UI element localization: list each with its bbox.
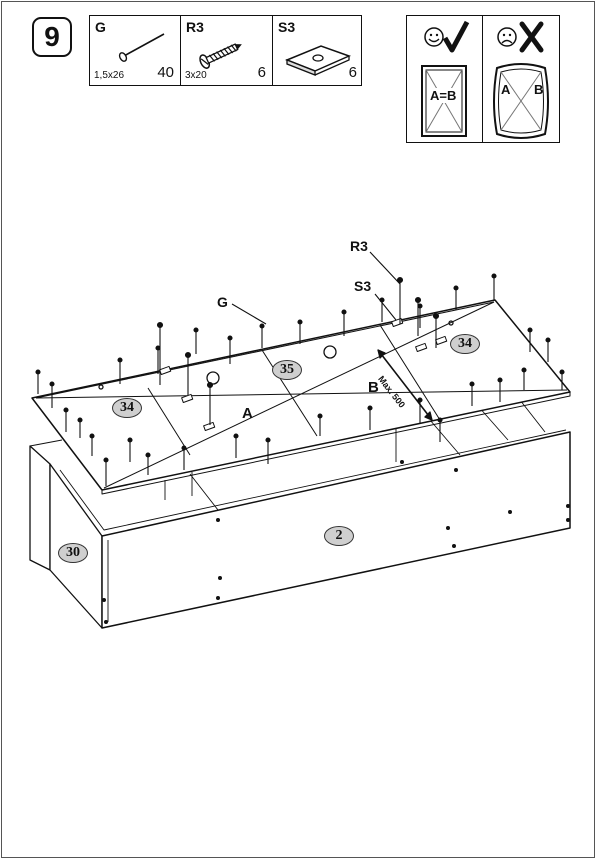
- part-id: R3: [186, 19, 204, 35]
- part-size: 3x20: [185, 70, 207, 81]
- screw-icon: [199, 43, 242, 69]
- callout-g: G: [217, 294, 228, 310]
- callout-s3: S3: [354, 278, 372, 294]
- leader-lines: [231, 251, 401, 325]
- part-size: 1,5x26: [94, 70, 125, 81]
- max-dimension-arrow: [377, 349, 433, 421]
- bracket-plate-icon: [284, 45, 352, 76]
- sad-cross-icon: [493, 21, 549, 139]
- nail-icon: [118, 33, 165, 62]
- panel-2: 2: [324, 526, 354, 546]
- panel-30: 30: [58, 543, 88, 563]
- check-good-label: A=B: [430, 88, 457, 103]
- panel-34-right: 34: [450, 334, 480, 354]
- fixing-dots: [102, 460, 570, 624]
- brackets: [159, 317, 448, 432]
- part-qty: 40: [157, 64, 174, 81]
- part-g: G 1,5x26 40: [90, 16, 181, 85]
- part-s3: S3 6: [273, 16, 363, 85]
- diagonal-b-label: B: [368, 379, 379, 396]
- nails: [35, 273, 565, 486]
- diagonal-check-box: A=B A B: [406, 15, 560, 143]
- check-bad-label-b: B: [534, 82, 544, 97]
- diagonal-a-label: A: [242, 405, 253, 422]
- part-qty: 6: [348, 64, 357, 81]
- panel-34-left: 34: [112, 398, 142, 418]
- check-correct: A=B: [407, 16, 483, 142]
- step-number: 9: [32, 17, 72, 57]
- part-id: G: [95, 19, 106, 35]
- part-qty: 6: [257, 64, 266, 81]
- part-r3: R3 3x20 6: [181, 16, 273, 85]
- check-bad-label-a: A: [501, 82, 511, 97]
- callout-r3: R3: [350, 238, 368, 254]
- parts-list: G 1,5x26 40 R3 3x20 6 S3 6: [89, 15, 362, 86]
- part-id: S3: [278, 19, 296, 35]
- check-wrong: A B: [483, 16, 559, 142]
- panel-35: 35: [272, 360, 302, 380]
